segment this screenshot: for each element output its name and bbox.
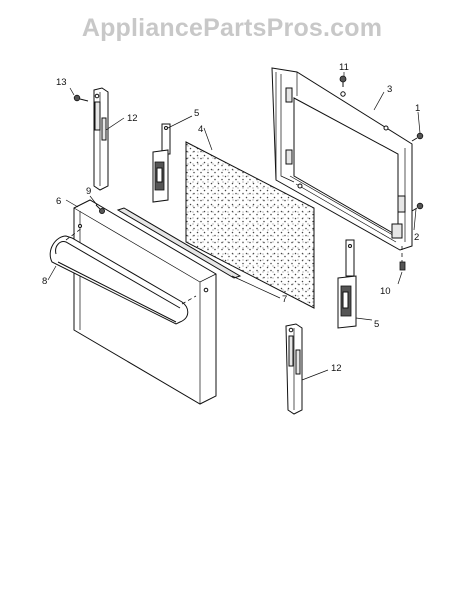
door-gasket-strip	[116, 207, 242, 279]
screw-11	[339, 75, 347, 87]
callout-12-top: 12	[127, 113, 138, 124]
callout-13: 13	[56, 77, 67, 88]
screw-2	[411, 202, 424, 212]
callout-5-top: 5	[194, 108, 199, 119]
callout-12-bottom: 12	[331, 363, 342, 374]
callout-6: 6	[56, 196, 61, 207]
callout-3: 3	[387, 84, 392, 95]
callout-2: 2	[414, 232, 419, 243]
callout-7: 7	[282, 294, 287, 305]
inner-door-frame	[271, 67, 413, 251]
screw-10	[399, 246, 406, 271]
callout-10: 10	[380, 286, 391, 297]
callout-11: 11	[339, 62, 349, 73]
hinge-top	[152, 123, 171, 203]
screw-9	[95, 204, 106, 214]
door-handle	[49, 227, 197, 325]
hinge-bracket-left	[93, 87, 109, 191]
callout-8: 8	[42, 276, 47, 287]
callout-9: 9	[86, 186, 91, 197]
callout-5-bottom: 5	[374, 319, 379, 330]
hinge-bottom	[337, 239, 357, 329]
site-watermark: AppliancePartsPros.com	[81, 14, 383, 42]
hinge-bracket-right	[285, 323, 303, 415]
callout-1: 1	[415, 103, 420, 114]
callout-4: 4	[198, 124, 203, 135]
door-insulation	[185, 141, 315, 309]
leader-lines	[47, 72, 421, 381]
callout-labels: 11 3 1 2 10 5 12 13 12 5 4 9 6 8 7	[42, 62, 420, 374]
screw-1	[411, 132, 424, 142]
screw-13	[73, 94, 89, 102]
